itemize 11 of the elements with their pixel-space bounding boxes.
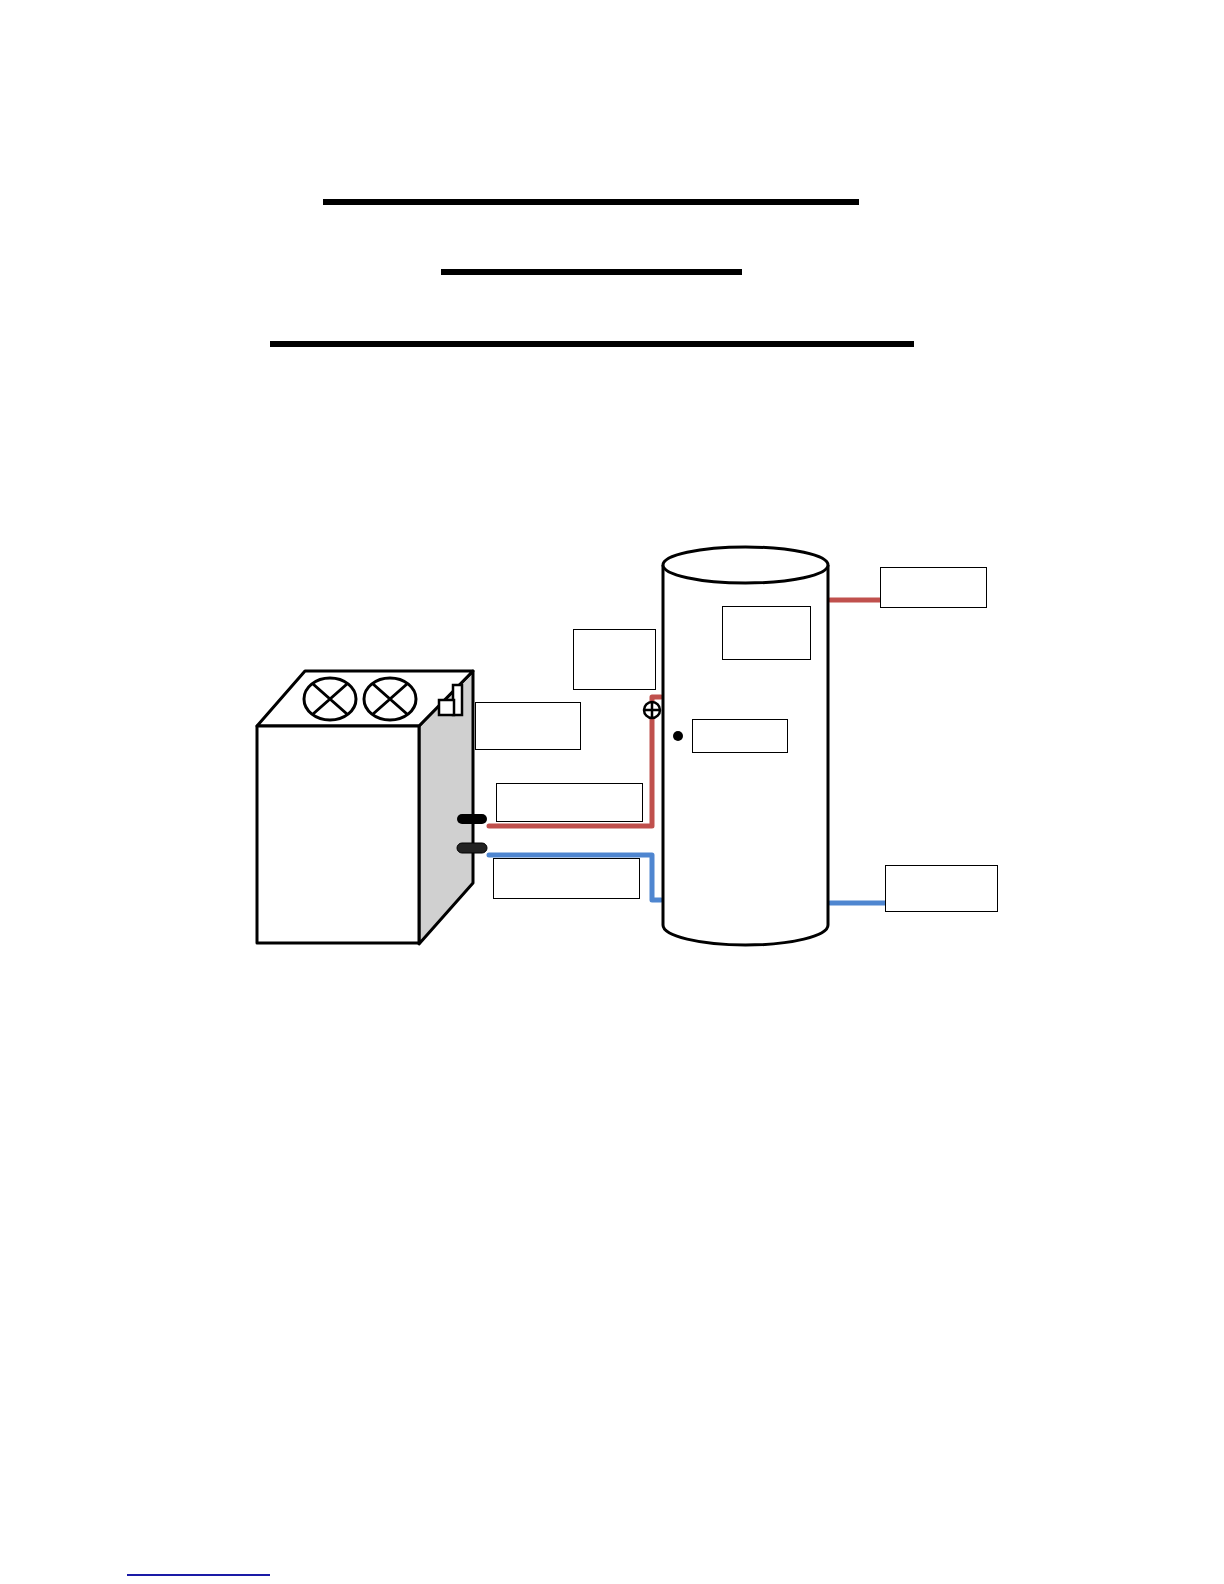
answer-box	[692, 719, 788, 753]
answer-box	[573, 629, 656, 690]
answer-box	[885, 865, 998, 912]
answer-box	[496, 783, 643, 822]
pipe	[486, 694, 664, 829]
heat-pump-drawing	[257, 671, 489, 944]
pipe	[486, 852, 664, 903]
answer-box	[880, 567, 987, 608]
answer-box	[475, 702, 581, 750]
answer-box	[493, 858, 640, 899]
answer-box	[722, 606, 811, 660]
